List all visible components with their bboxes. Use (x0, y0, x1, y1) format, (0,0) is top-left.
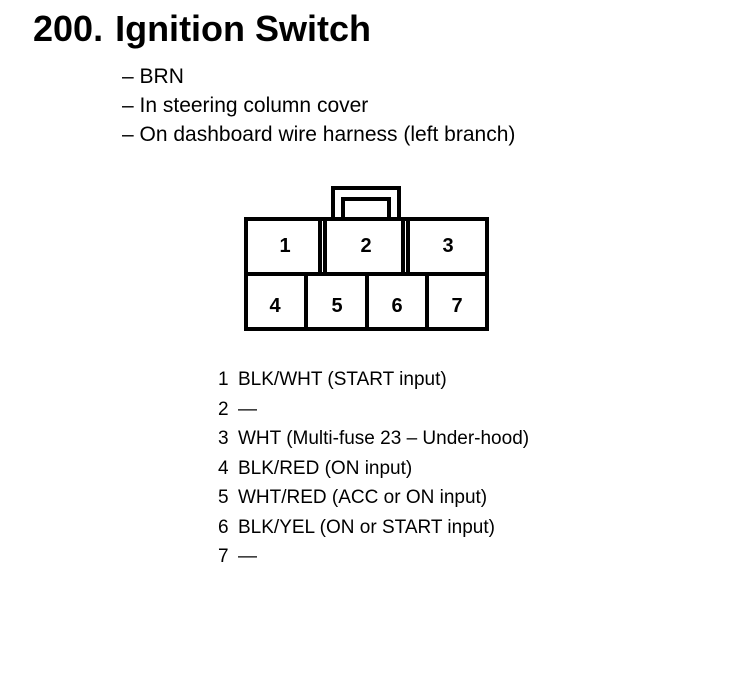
pinout-row: 1 BLK/WHT (START input) (210, 365, 529, 395)
pinout-row: 5 WHT/RED (ACC or ON input) (210, 483, 529, 513)
pinout-row: 2— (210, 395, 529, 425)
pin-label-6: 6 (391, 295, 402, 317)
pinout-pin-number: 4 (218, 457, 229, 479)
note-item: In steering column cover (122, 91, 515, 120)
pinout-description: — (238, 398, 257, 420)
pinout-pin-number: 7 (218, 546, 229, 567)
note-item: BRN (122, 62, 515, 91)
pinout-description: — (238, 546, 257, 567)
note-item: On dashboard wire harness (left branch) (122, 120, 516, 149)
pinout-pin-number: 6 (218, 516, 229, 538)
component-number: 200. (33, 8, 104, 49)
pinout-description: BLK/YEL (ON or START input) (238, 516, 495, 538)
pinout-description: BLK/WHT (START input) (238, 369, 447, 390)
connector-lock-tab-inner (341, 197, 391, 222)
pinout-row: 7— (210, 542, 529, 572)
component-name: Ignition Switch (115, 8, 372, 49)
pinout-row: 4 BLK/RED (ON input) (210, 454, 529, 484)
pin-label-3: 3 (442, 235, 453, 257)
connector-notes: BRN In steering column cover On dashboar… (122, 62, 516, 149)
pinout-row: 6 BLK/YEL (ON or START input) (210, 513, 529, 543)
pin-label-1: 1 (279, 235, 290, 257)
pin-label-4: 4 (269, 295, 281, 317)
pin-label-5: 5 (331, 295, 342, 317)
pinout-pin-number: 1 (218, 369, 229, 390)
pin-label-7: 7 (451, 295, 462, 317)
pinout-pin-number: 2 (218, 398, 229, 420)
pinout-description: WHT/RED (ACC or ON input) (238, 487, 488, 508)
pinout-row: 3 WHT (Multi-fuse 23 – Under-hood) (210, 424, 529, 454)
pinout-pin-number: 5 (218, 487, 229, 508)
pinout-description: WHT (Multi-fuse 23 – Under-hood) (238, 428, 530, 449)
pinout-pin-number: 3 (218, 428, 229, 449)
pinout-description: BLK/RED (ON input) (238, 457, 413, 479)
page-title: 200. Ignition Switch (33, 8, 371, 50)
pin-label-2: 2 (360, 235, 371, 257)
